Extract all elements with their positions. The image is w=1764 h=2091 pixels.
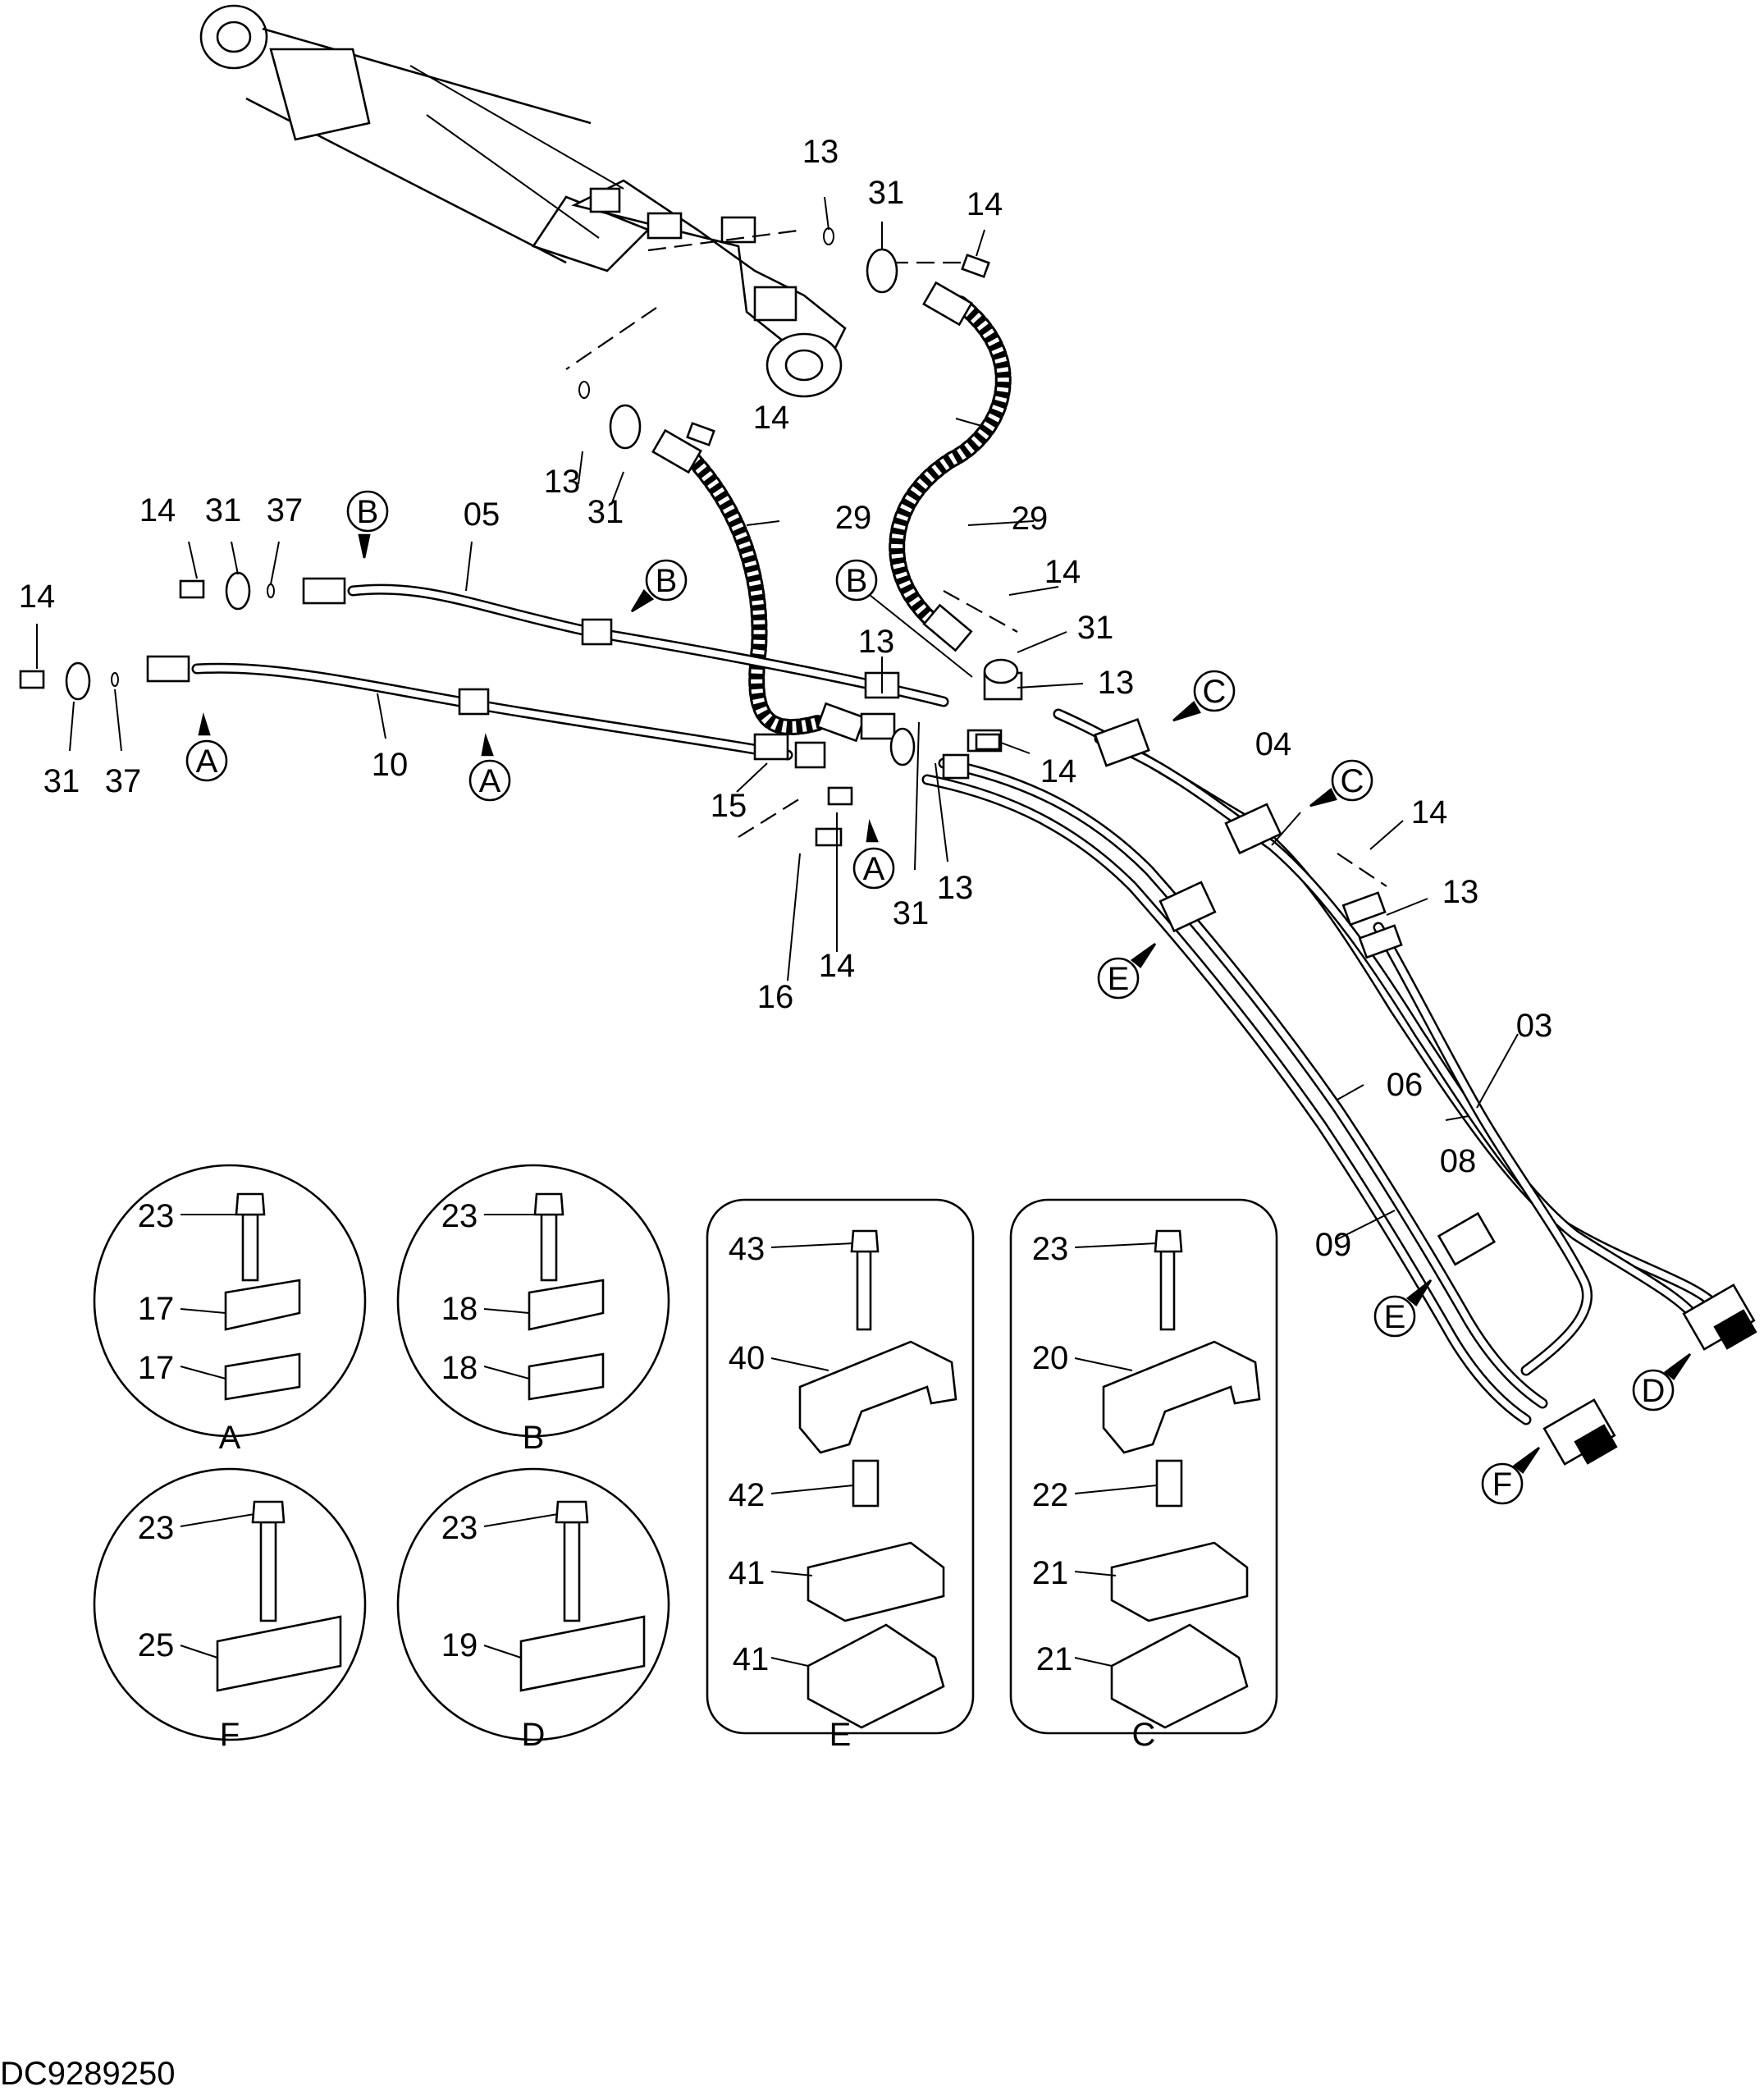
detail-c-22: 22 (1032, 1477, 1069, 1513)
ref-e-2: E (1384, 1299, 1406, 1335)
callout-29-a: 29 (835, 500, 872, 536)
ref-f: F (1492, 1466, 1512, 1503)
callout-13-d: 13 (858, 624, 895, 660)
detail-a-17-a: 17 (138, 1291, 175, 1327)
detail-e-41-b: 41 (733, 1641, 770, 1677)
hydraulic-cylinder (199, 4, 847, 398)
callout-09: 09 (1315, 1227, 1352, 1263)
callout-16: 16 (757, 979, 794, 1015)
detail-e-label: E (829, 1717, 852, 1753)
detail-b-label: B (523, 1420, 545, 1456)
callout-37-a: 37 (267, 492, 304, 528)
pipe-05 (347, 583, 949, 707)
detail-e-43: 43 (729, 1231, 765, 1267)
detail-d-19: 19 (441, 1627, 478, 1663)
detail-b-18-b: 18 (441, 1350, 478, 1386)
detail-a-23: 23 (138, 1198, 175, 1234)
pipe-03 (1094, 733, 1704, 1327)
ref-c-1: C (1203, 674, 1227, 710)
detail-a-17-b: 17 (138, 1350, 175, 1386)
callout-15: 15 (711, 788, 747, 824)
callout-14-h: 14 (1411, 794, 1448, 830)
callout-14-a: 14 (967, 186, 1003, 222)
detail-c: 23 20 22 21 21 C (1009, 1198, 1278, 1753)
detail-e-42: 42 (729, 1477, 765, 1513)
hose-29-right (889, 295, 1012, 632)
callout-13-a: 13 (802, 134, 839, 170)
detail-a: 23 17 17 A (93, 1164, 367, 1456)
callout-13-c: 13 (1098, 665, 1135, 701)
detail-c-20: 20 (1032, 1340, 1069, 1376)
callout-14-c: 14 (1044, 554, 1081, 590)
callout-31-e: 31 (43, 763, 80, 799)
left-fittings (19, 571, 346, 701)
detail-e-40: 40 (729, 1340, 765, 1376)
callout-14-b: 14 (753, 400, 790, 436)
ref-e-1: E (1108, 961, 1130, 997)
callout-13-e: 13 (937, 870, 974, 906)
callout-13-b: 13 (544, 464, 581, 500)
callout-14-d: 14 (139, 492, 176, 528)
detail-d-23: 23 (441, 1510, 478, 1546)
detail-e: 43 40 42 41 41 E (706, 1198, 975, 1753)
ref-a-1: A (196, 744, 218, 780)
callout-13-f: 13 (1442, 874, 1479, 910)
callout-31-c: 31 (1077, 610, 1114, 646)
detail-c-label: C (1132, 1717, 1156, 1753)
callout-numbers: 13 31 14 14 13 31 29 29 14 31 13 13 14 3… (19, 134, 1553, 1263)
ref-a-3: A (863, 851, 885, 887)
detail-b: 23 18 18 B (396, 1164, 670, 1456)
drawing-code: DC9289250 (0, 2056, 176, 2091)
ref-a-2: A (479, 763, 501, 799)
detail-f-25: 25 (138, 1627, 175, 1663)
callout-31-b: 31 (587, 494, 624, 530)
callout-31-f: 31 (893, 895, 930, 931)
cylinder-leader-lines (565, 228, 1387, 887)
ref-b-1: B (357, 494, 379, 530)
callout-14-f: 14 (819, 948, 856, 984)
detail-b-23: 23 (441, 1198, 478, 1234)
ref-b-3: B (846, 563, 868, 599)
callout-31-d: 31 (205, 492, 242, 528)
callout-31-a: 31 (868, 175, 905, 211)
callout-06: 06 (1387, 1067, 1424, 1103)
hose-29-left (685, 451, 829, 735)
callout-14-e: 14 (19, 579, 56, 615)
detail-d-label: D (522, 1717, 546, 1753)
ref-b-2: B (656, 563, 678, 599)
pipe-08 (1373, 922, 1593, 1376)
detail-f-label: F (220, 1717, 240, 1753)
detail-c-21-b: 21 (1036, 1641, 1073, 1677)
pipe-10 (191, 662, 793, 761)
callout-14-g: 14 (1040, 753, 1077, 789)
pipe-end-blocks (1542, 1283, 1757, 1466)
callout-08: 08 (1440, 1143, 1477, 1179)
ref-d: D (1642, 1373, 1666, 1409)
ref-c-2: C (1341, 763, 1364, 799)
upper-flanges (578, 227, 990, 450)
callout-37-b: 37 (105, 763, 142, 799)
callout-03: 03 (1516, 1008, 1553, 1044)
callout-leaders (36, 196, 1519, 1240)
detail-b-18-a: 18 (441, 1291, 478, 1327)
detail-e-41-a: 41 (729, 1555, 765, 1591)
detail-ref-markers: B B B A A A C C E E (185, 490, 1692, 1505)
detail-c-21-a: 21 (1032, 1555, 1069, 1591)
pipe-06 (938, 757, 1548, 1409)
center-fittings (753, 658, 1023, 847)
callout-29-b: 29 (1012, 501, 1049, 537)
detail-c-23: 23 (1032, 1231, 1069, 1267)
hose-fittings (651, 281, 973, 743)
detail-f-23: 23 (138, 1510, 175, 1546)
detail-d: 23 19 D (396, 1467, 670, 1753)
callout-10: 10 (372, 747, 409, 783)
callout-05: 05 (464, 496, 500, 533)
callout-04: 04 (1255, 726, 1292, 762)
detail-a-label: A (219, 1420, 241, 1456)
pipe-09 (921, 774, 1532, 1425)
detail-f: 23 25 F (93, 1467, 367, 1753)
pipe-clamps (458, 618, 1497, 1266)
